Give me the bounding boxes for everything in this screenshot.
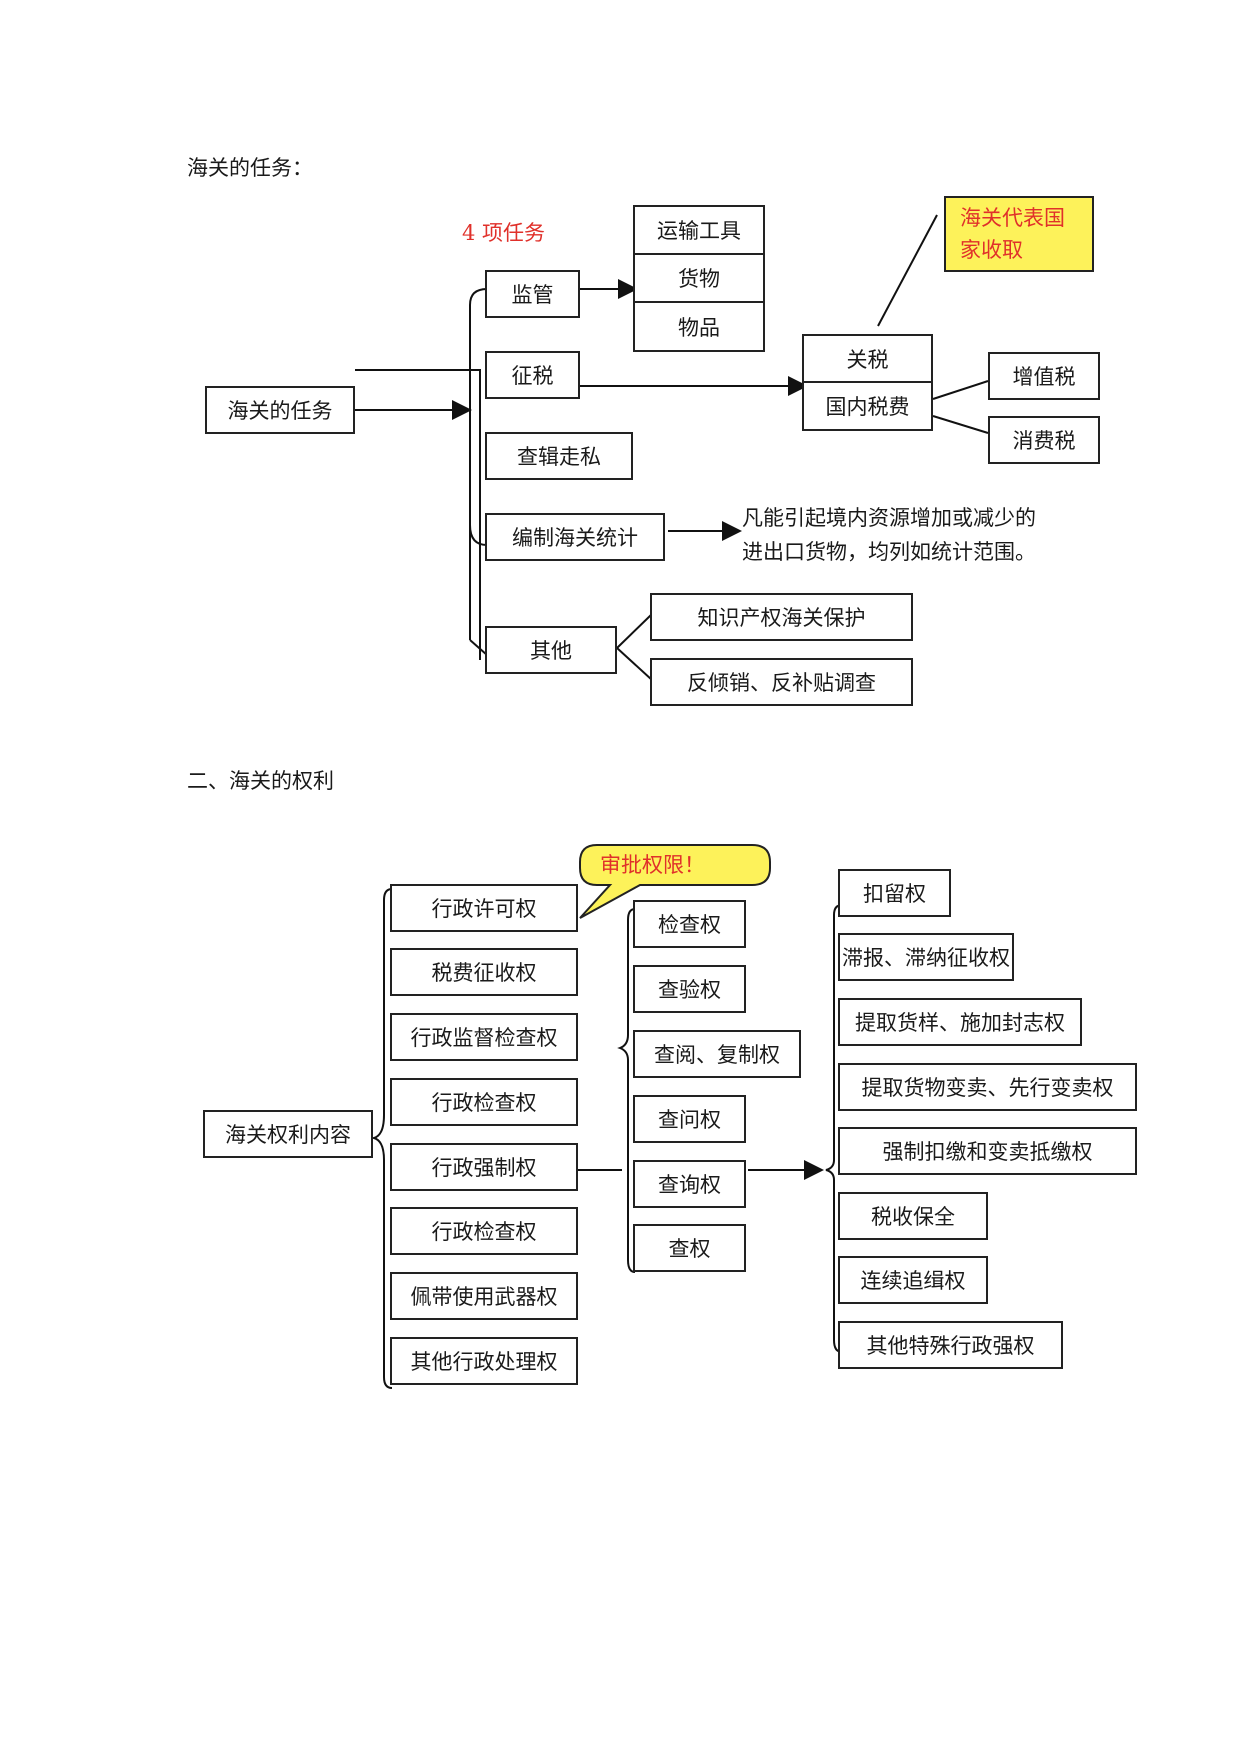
section1-heading: 海关的任务： xyxy=(187,156,313,180)
right-box: 行政检查权 xyxy=(390,1207,578,1255)
right-box: 行政检查权 xyxy=(390,1078,578,1126)
right-box: 行政许可权 xyxy=(390,884,578,932)
section2-heading: 二、海关的权利 xyxy=(187,769,334,793)
supervision-item: 运输工具 xyxy=(635,207,763,255)
inspection-item-box: 检查权 xyxy=(633,900,746,948)
tax-callout-note: 海关代表国家收取 xyxy=(944,196,1094,272)
supervision-item: 货物 xyxy=(635,255,763,303)
right-box: 佩带使用武器权 xyxy=(390,1272,578,1320)
enforcement-item-box: 连续追缉权 xyxy=(838,1256,988,1304)
task-statistics-box: 编制海关统计 xyxy=(485,513,665,561)
enforcement-item-box: 税收保全 xyxy=(838,1192,988,1240)
supervision-items-table: 运输工具 货物 物品 xyxy=(633,205,765,352)
enforcement-item-box: 提取货样、施加封志权 xyxy=(838,998,1082,1046)
right-box: 行政强制权 xyxy=(390,1143,578,1191)
right-box: 税费征收权 xyxy=(390,948,578,996)
enforcement-item-box: 扣留权 xyxy=(838,869,951,917)
statistics-note-line2: 进出口货物，均列如统计范围。 xyxy=(742,540,1036,564)
ip-protection-box: 知识产权海关保护 xyxy=(650,593,913,641)
supervision-item: 物品 xyxy=(678,315,720,340)
inspection-item-box: 查问权 xyxy=(633,1095,746,1143)
enforcement-item-box: 滞报、滞纳征收权 xyxy=(838,933,1014,981)
enforcement-item-box: 强制扣缴和变卖抵缴权 xyxy=(838,1127,1137,1175)
inspection-item-box: 查询权 xyxy=(633,1160,746,1208)
right-box: 行政监督检查权 xyxy=(390,1013,578,1061)
inspection-item-box: 查验权 xyxy=(633,965,746,1013)
task-anti-smuggling-box: 查辑走私 xyxy=(485,432,633,480)
anti-dumping-box: 反倾销、反补贴调查 xyxy=(650,658,913,706)
approval-callout-text: 审批权限！ xyxy=(600,853,705,877)
inspection-item-box: 查阅、复制权 xyxy=(633,1030,801,1078)
tax-item: 关税 xyxy=(804,336,931,383)
enforcement-item-box: 提取货物变卖、先行变卖权 xyxy=(838,1063,1137,1111)
task-supervision-box: 监管 xyxy=(485,270,580,318)
vat-box: 增值税 xyxy=(988,352,1100,400)
consumption-tax-box: 消费税 xyxy=(988,416,1100,464)
enforcement-item-box: 其他特殊行政强权 xyxy=(838,1321,1063,1369)
task-count-label: 4 项任务 xyxy=(462,221,546,245)
statistics-note-line1: 凡能引起境内资源增加或减少的 xyxy=(742,506,1036,530)
right-box: 其他行政处理权 xyxy=(390,1337,578,1385)
tax-items-table: 关税 国内税费 xyxy=(802,334,933,431)
task-taxation-box: 征税 xyxy=(485,351,580,399)
tax-item: 国内税费 xyxy=(825,395,910,419)
tasks-root-box: 海关的任务 xyxy=(205,386,355,434)
task-other-box: 其他 xyxy=(485,626,617,674)
inspection-item-box: 查权 xyxy=(633,1224,746,1272)
rights-root-box: 海关权利内容 xyxy=(203,1110,373,1158)
